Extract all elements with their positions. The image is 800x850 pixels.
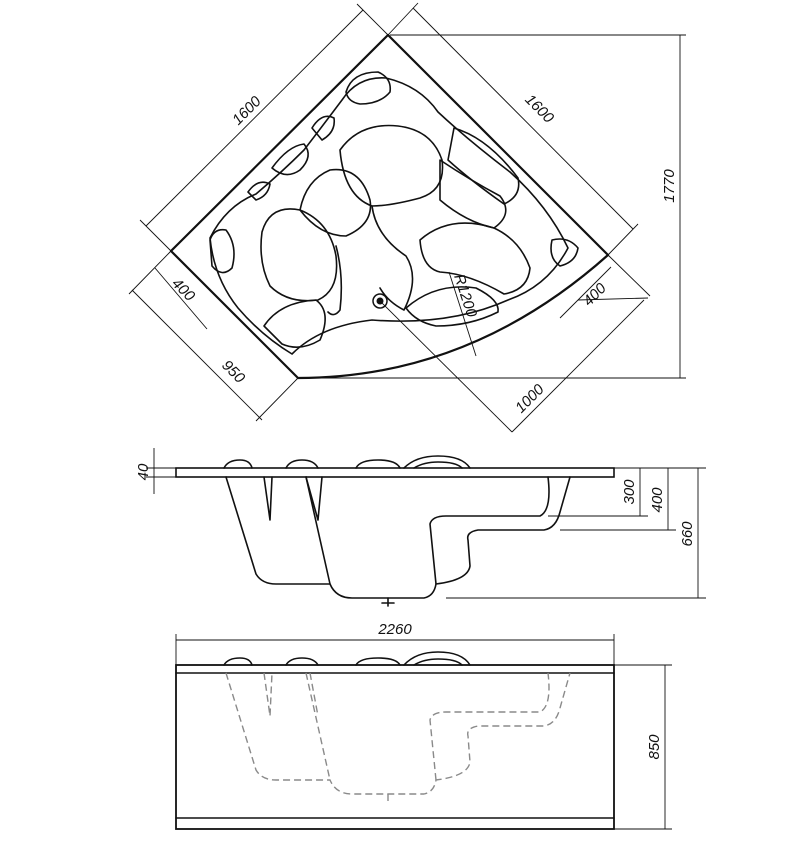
- lounger-right: [439, 159, 507, 229]
- seat-center-divider: [371, 205, 414, 311]
- side-inner-wall-1: [263, 476, 273, 521]
- front-hidden-step: [429, 672, 550, 781]
- headrest-left-2: [209, 228, 235, 274]
- side-inner-step: [429, 476, 550, 585]
- headrest-top: [345, 71, 392, 105]
- headrest-top-left-1: [311, 115, 336, 141]
- headrest-left-1: [247, 181, 271, 201]
- dim-return-left: 400: [168, 275, 198, 305]
- dim-1000: 1000: [512, 381, 548, 417]
- dim-step: 400: [649, 487, 666, 513]
- dim-depth: 660: [679, 521, 696, 547]
- dim-return-right: 400: [580, 279, 610, 309]
- front-headrest-4-inner: [413, 658, 463, 666]
- dim-rim: 40: [135, 463, 152, 480]
- front-view: 2260 850: [175, 621, 672, 830]
- front-headrest-3: [355, 657, 401, 666]
- front-headrest-1: [223, 657, 253, 666]
- side-rim: [175, 467, 615, 478]
- lounger-right-cushion: [447, 127, 520, 205]
- seat-top: [339, 124, 444, 207]
- side-headrest-4-inner: [413, 461, 463, 469]
- footwell-right: [405, 286, 499, 327]
- headrest-top-left-2: [271, 143, 309, 176]
- dim-radius: R1200: [450, 272, 480, 320]
- side-headrest-3: [355, 459, 401, 469]
- front-headrest-4: [403, 651, 471, 666]
- front-headrest-2: [285, 657, 319, 666]
- dim-950: 950: [218, 357, 248, 387]
- side-headrest-1: [223, 459, 253, 469]
- tub-inner-basin: [209, 77, 569, 355]
- side-headrest-4: [403, 455, 471, 469]
- seat-mid-left: [299, 168, 372, 237]
- seat-right-lower: [419, 222, 531, 295]
- top-view: 1600 1600 1770 400 950 400 1000 R1200: [128, 2, 686, 433]
- dim-side-left: 1600: [229, 93, 265, 129]
- seat-round-left: [260, 208, 338, 302]
- footwell-left: [263, 299, 326, 348]
- side-inner-wall-3: [305, 476, 331, 585]
- side-basin-outline: [225, 476, 571, 599]
- side-view: 40 300 400 660: [135, 448, 706, 607]
- dim-length: 2260: [377, 621, 412, 638]
- side-headrest-2: [285, 459, 319, 469]
- dim-seat: 300: [621, 479, 638, 505]
- dim-panel-height: 850: [646, 734, 663, 760]
- seat-left-divider: [327, 245, 343, 316]
- dim-height: 1770: [661, 169, 678, 203]
- headrest-right: [550, 238, 579, 267]
